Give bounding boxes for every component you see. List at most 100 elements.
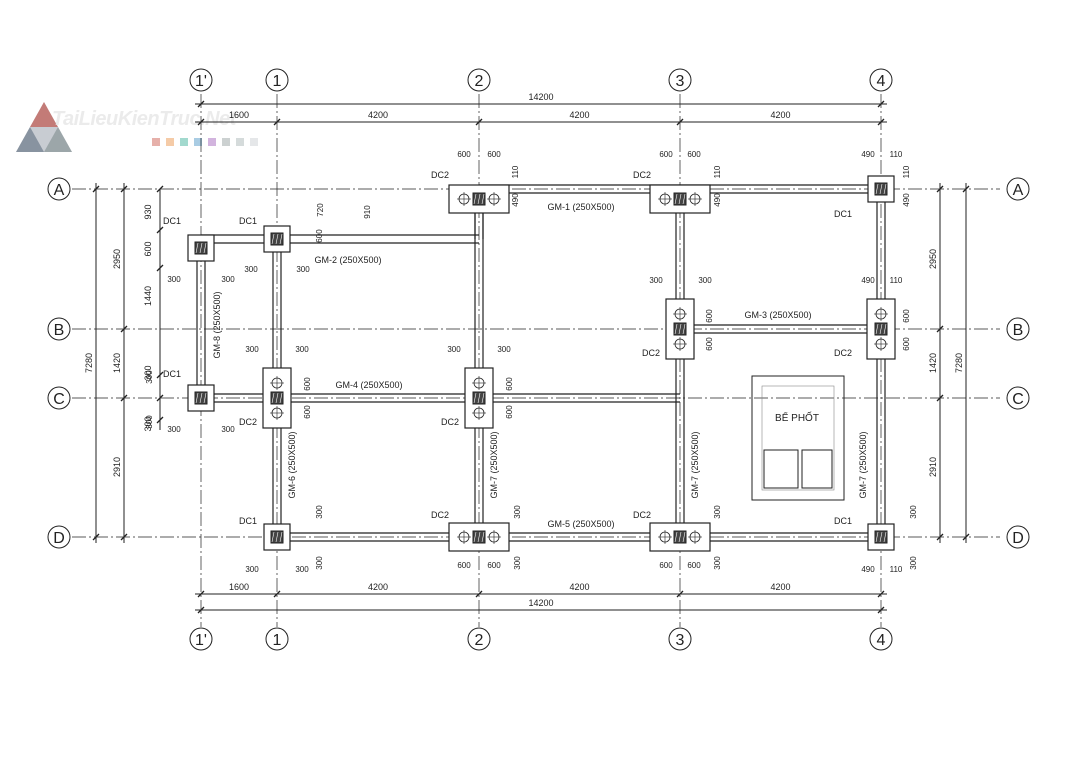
dim-tick — [197, 100, 205, 108]
dim-bottom-span: 4200 — [770, 582, 790, 592]
grid-bubble-label: B — [1013, 322, 1024, 339]
local-dim-label: 300 — [513, 505, 522, 519]
local-dim-label: 600 — [457, 561, 471, 570]
dim-tick — [156, 264, 164, 272]
local-dim-label: 600 — [705, 309, 714, 323]
column-hatch — [279, 392, 283, 404]
dim-tick — [877, 118, 885, 126]
grid-bubble-label: D — [1012, 530, 1024, 547]
column-hatch — [199, 392, 203, 404]
local-dim-label: 300 — [145, 415, 154, 429]
dim-left-inner: 300 — [143, 416, 153, 431]
column-hatch — [481, 531, 485, 543]
dim-tick — [475, 118, 483, 126]
footing-label: DC1 — [163, 216, 181, 226]
beam-label-gm5: GM-5 (250X500) — [547, 519, 614, 529]
dim-tick — [156, 416, 164, 424]
grid-bubble-label: 2 — [475, 73, 484, 90]
dim-tick — [475, 590, 483, 598]
local-dim-label: 110 — [713, 165, 722, 178]
dim-tick — [877, 100, 885, 108]
column-hatch — [481, 392, 485, 404]
dim-tick — [92, 185, 100, 193]
dim-top-span: 4200 — [368, 110, 388, 120]
column-hatch — [682, 531, 686, 543]
dim-tick — [156, 226, 164, 234]
grid-bubble-label: 4 — [877, 73, 886, 90]
column-hatch — [473, 531, 477, 543]
local-dim-label: 600 — [705, 337, 714, 351]
dim-tick — [962, 185, 970, 193]
grid-bubble-row — [47, 317, 71, 341]
local-dim-label: 300 — [447, 345, 461, 354]
logo-triangle-icon — [16, 102, 72, 152]
local-dim-label: 600 — [303, 377, 312, 391]
local-dim-label: 600 — [303, 405, 312, 419]
dim-left-inner: 300 — [143, 365, 153, 380]
column-hatch — [879, 183, 883, 195]
dim-left-inner: 1440 — [143, 286, 153, 306]
footing-label: DC2 — [834, 348, 852, 358]
local-dim-label: 300 — [167, 425, 181, 434]
local-dim-label: 600 — [902, 309, 911, 323]
column-hatch — [199, 242, 203, 254]
column-hatch — [203, 392, 207, 404]
footing-label: DC2 — [431, 510, 449, 520]
septic-tank-chamber — [801, 449, 833, 489]
grid-bubble-label: 4 — [877, 632, 886, 649]
local-dim-label: 600 — [457, 150, 471, 159]
grid-bubble-label: 1' — [195, 632, 207, 649]
local-dim-label: 110 — [902, 165, 911, 178]
grid-bubble-label: 3 — [676, 73, 685, 90]
septic-tank-inner — [761, 385, 835, 491]
footing-label: DC1 — [239, 516, 257, 526]
beam-label-gm2: GM-2 (250X500) — [314, 255, 381, 265]
column-hatch — [275, 531, 279, 543]
footing-label: DC2 — [633, 510, 651, 520]
column-hatch — [875, 323, 879, 335]
dim-tick — [936, 325, 944, 333]
grid-bubble-label: A — [54, 182, 65, 199]
dim-left-inner: 600 — [143, 241, 153, 256]
footing-label: DC2 — [431, 170, 449, 180]
local-dim-label: 300 — [244, 265, 258, 274]
local-dim-label: 300 — [315, 556, 324, 570]
grid-bubble-col — [668, 627, 692, 651]
local-dim-label: 910 — [363, 205, 372, 219]
local-dim-label: 490 — [861, 276, 875, 285]
column-hatch — [477, 392, 481, 404]
local-dim-label: 110 — [890, 565, 903, 574]
column-hatch — [271, 233, 275, 245]
column-hatch — [271, 392, 275, 404]
dim-right-span: 2910 — [928, 457, 938, 477]
grid-bubble-row — [47, 177, 71, 201]
local-dim-label: 490 — [713, 193, 722, 207]
footing-label: DC1 — [163, 369, 181, 379]
beam-label-gm3: GM-3 (250X500) — [744, 310, 811, 320]
grid-bubble-row — [47, 525, 71, 549]
beam-label-gm1: GM-1 (250X500) — [547, 202, 614, 212]
grid-bubble-col — [467, 68, 491, 92]
dim-bottom-span: 4200 — [368, 582, 388, 592]
dim-top-total: 14200 — [528, 92, 553, 102]
column-hatch — [879, 531, 883, 543]
dim-left-span: 2950 — [112, 249, 122, 269]
dim-left-span: 1420 — [112, 353, 122, 373]
grid-bubble-label: 1 — [273, 73, 282, 90]
column-hatch — [875, 183, 879, 195]
dim-top-span: 4200 — [770, 110, 790, 120]
grid-bubble-label: 2 — [475, 632, 484, 649]
local-dim-label: 600 — [659, 150, 673, 159]
dim-top-span: 4200 — [569, 110, 589, 120]
column-hatch — [875, 531, 879, 543]
column-hatch — [473, 193, 477, 205]
local-dim-label: 600 — [487, 561, 501, 570]
local-dim-label: 300 — [497, 345, 511, 354]
grid-bubble-col — [668, 68, 692, 92]
grid-bubble-label: C — [1012, 391, 1024, 408]
local-dim-label: 110 — [890, 150, 903, 159]
column-hatch — [279, 531, 283, 543]
grid-bubble-col — [265, 68, 289, 92]
local-dim-label: 300 — [698, 276, 712, 285]
